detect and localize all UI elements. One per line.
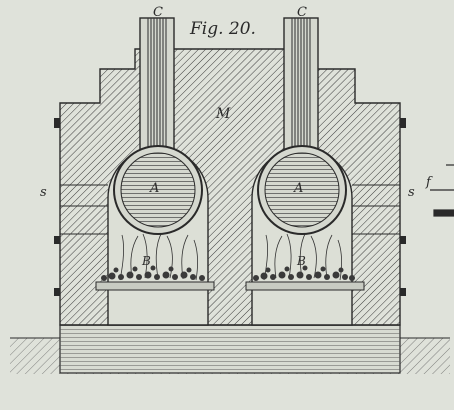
label-boiler-right: A — [293, 181, 303, 196]
label-side-right: s — [408, 185, 415, 200]
ground — [10, 324, 450, 374]
label-fire-left: B — [141, 254, 151, 268]
label-masonry: M — [215, 106, 231, 122]
label-right-edge: f — [425, 175, 433, 190]
coal-bed-left — [101, 265, 205, 281]
label-side-left: s — [40, 185, 47, 200]
chimney-right — [283, 17, 319, 159]
coal-bed-right — [253, 265, 355, 281]
label-chimney-left: C — [153, 5, 163, 20]
fire-right — [263, 231, 342, 281]
side-fittings — [54, 118, 406, 296]
chimney-left — [139, 17, 175, 159]
edge-detail — [430, 164, 454, 217]
fire-left — [119, 231, 198, 281]
label-chimney-right: C — [297, 5, 307, 20]
figure-caption: Fig. 20. — [189, 19, 256, 39]
furnace-left — [95, 145, 215, 326]
furnace-right — [245, 145, 365, 326]
label-fire-right: B — [296, 254, 306, 268]
label-boiler-left: A — [149, 181, 159, 196]
